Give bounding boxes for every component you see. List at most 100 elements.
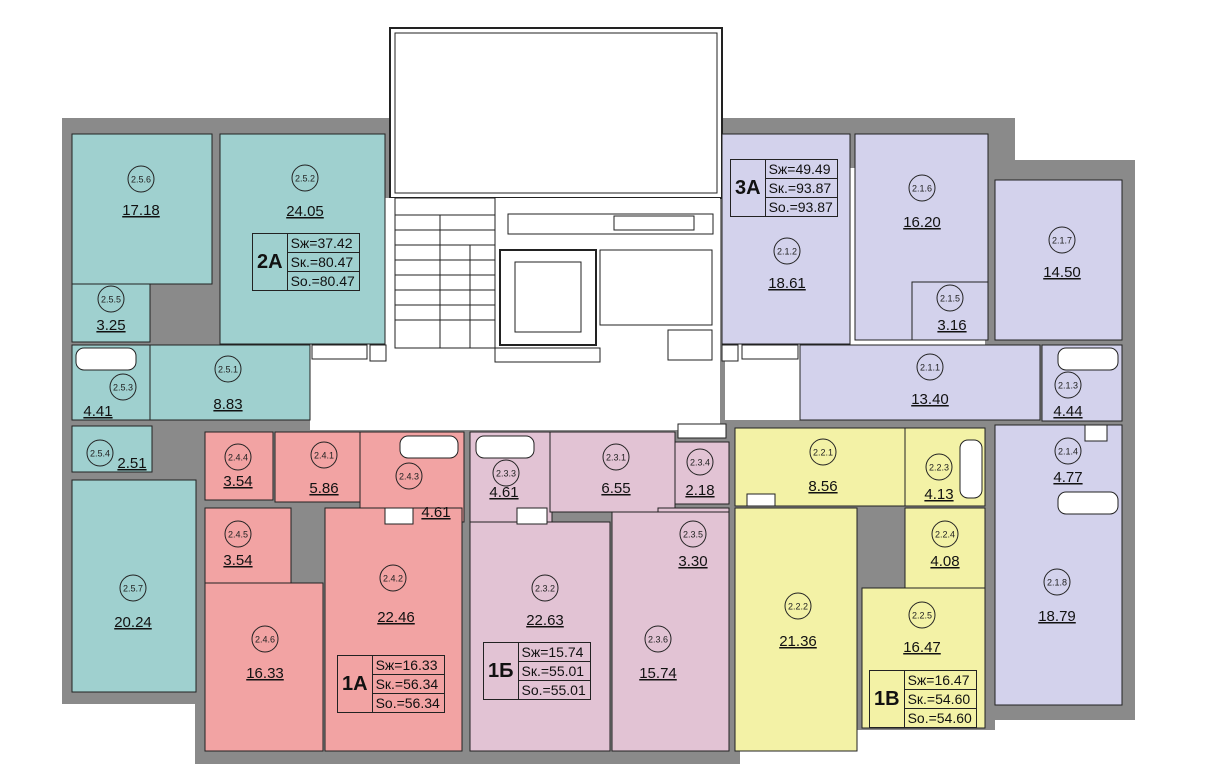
apartment-code: 1А [338,656,373,712]
room-id: 2.3.3 [496,469,516,479]
room-id-circle [686,448,714,476]
room-id: 2.5.4 [90,449,110,459]
living-area: Sж=49.49 [765,160,837,179]
room-id: 2.2.3 [929,463,949,473]
total-area: Sк.=54.60 [904,690,976,709]
room-area: 3.25 [96,317,125,334]
overall-area: Sо.=80.47 [290,273,355,289]
room-area: 18.61 [768,275,806,292]
room-id: 2.5.5 [101,295,121,305]
room-area: 4.41 [83,403,112,420]
room-id: 2.1.1 [920,363,940,373]
room-area: 3.54 [223,473,252,490]
room-id: 2.1.2 [777,247,797,257]
room-id-circle [251,625,279,653]
apartment-code: 2А [253,234,288,290]
room-area: 4.61 [421,504,450,521]
room-id-circle [908,174,936,202]
apartment-summary-1A: 1А Sж=16.33 Sк.=56.34 Sо.=56.34 [337,655,445,713]
room-id: 2.4.5 [228,530,248,540]
apartment-1A-area [204,431,465,752]
room-id-circle [908,601,936,629]
room-id: 2.3.2 [535,584,555,594]
room-id: 2.4.4 [228,453,248,463]
room-id: 2.5.1 [218,365,238,375]
living-area: Sж=16.33 [372,656,444,675]
room-id-circle [379,564,407,592]
room-area: 4.77 [1053,469,1082,486]
room-id-circle [1043,568,1071,596]
living-area: Sж=16.47 [904,671,976,690]
room-id-circle [214,355,242,383]
room-id-circle [224,520,252,548]
room-area: 21.36 [779,633,817,650]
room-id-circle [97,285,125,313]
room-area: 2.51 [117,455,146,472]
room-area: 4.13 [924,486,953,503]
room-id: 2.5.2 [295,174,315,184]
room-area: 14.50 [1043,264,1081,281]
apartment-summary-2A: 2А Sж=37.42 Sк.=80.47 Sо.=80.47 [252,233,360,291]
room-area: 6.55 [601,480,630,497]
room-id-circle [936,284,964,312]
room-area: 16.47 [903,639,941,656]
room-id: 2.1.5 [940,294,960,304]
overall-area: Sо.=93.87 [768,199,833,215]
room-id-circle [119,574,147,602]
room-id: 2.2.4 [935,530,955,540]
room-area: 20.24 [114,614,152,631]
room-id-circle [291,164,319,192]
room-id-circle [784,592,812,620]
room-area: 2.18 [685,482,714,499]
apartment-summary-3A: 3А Sж=49.49 Sк.=93.87 Sо.=93.87 [730,159,838,217]
apartment-code: 1Б [484,643,519,699]
room-labels: 2.5.6 17.18 2.5.2 24.05 2.5.5 3.25 2.5.34.41 2.… [83,164,1083,682]
total-area: Sк.=55.01 [518,662,590,681]
living-area: Sж=37.42 [287,234,359,253]
room-id: 2.2.5 [912,611,932,621]
apartment-summary-1B: 1Б Sж=15.74 Sк.=55.01 Sо.=55.01 [483,642,591,700]
overall-area: Sо.=54.60 [907,710,972,726]
room-id: 2.1.7 [1052,236,1072,246]
room-id-circle [931,520,959,548]
room-id: 2.1.3 [1058,381,1078,391]
living-area: Sж=15.74 [518,643,590,662]
room-area: 4.61 [489,484,518,501]
room-id-circle [925,453,953,481]
total-area: Sк.=56.34 [372,675,444,694]
overall-area: Sо.=56.34 [375,695,440,711]
room-id: 2.5.3 [113,383,133,393]
fixtures [75,215,1119,525]
room-id-circle [1054,371,1082,399]
room-area: 17.18 [122,202,160,219]
room-area: 18.79 [1038,608,1076,625]
room-area: 16.33 [246,665,284,682]
room-id: 2.1.4 [1058,447,1078,457]
room-id-circle [1054,437,1082,465]
apartment-1B-area [469,431,730,752]
room-area: 3.54 [223,552,252,569]
apartment-2A-area [71,133,386,693]
room-area: 16.20 [903,214,941,231]
room-id: 2.5.7 [123,584,143,594]
room-id-circle [809,438,837,466]
room-id-circle [531,574,559,602]
room-area: 4.44 [1053,403,1082,420]
room-id: 2.1.6 [912,184,932,194]
room-id: 2.4.6 [255,635,275,645]
overall-area: Sо.=55.01 [521,682,586,698]
room-id: 2.5.6 [131,175,151,185]
room-id-circle [773,237,801,265]
room-id-circle [1048,226,1076,254]
apartment-summary-1V: 1В Sж=16.47 Sк.=54.60 Sо.=54.60 [869,670,977,728]
room-area: 5.86 [309,480,338,497]
room-area: 24.05 [286,203,324,220]
room-id: 2.4.3 [399,472,419,482]
room-area: 15.74 [639,665,677,682]
room-id-circle [127,165,155,193]
room-id-circle [395,462,423,490]
room-id-circle [109,373,137,401]
room-area: 22.46 [377,609,415,626]
room-id: 2.3.5 [683,530,703,540]
